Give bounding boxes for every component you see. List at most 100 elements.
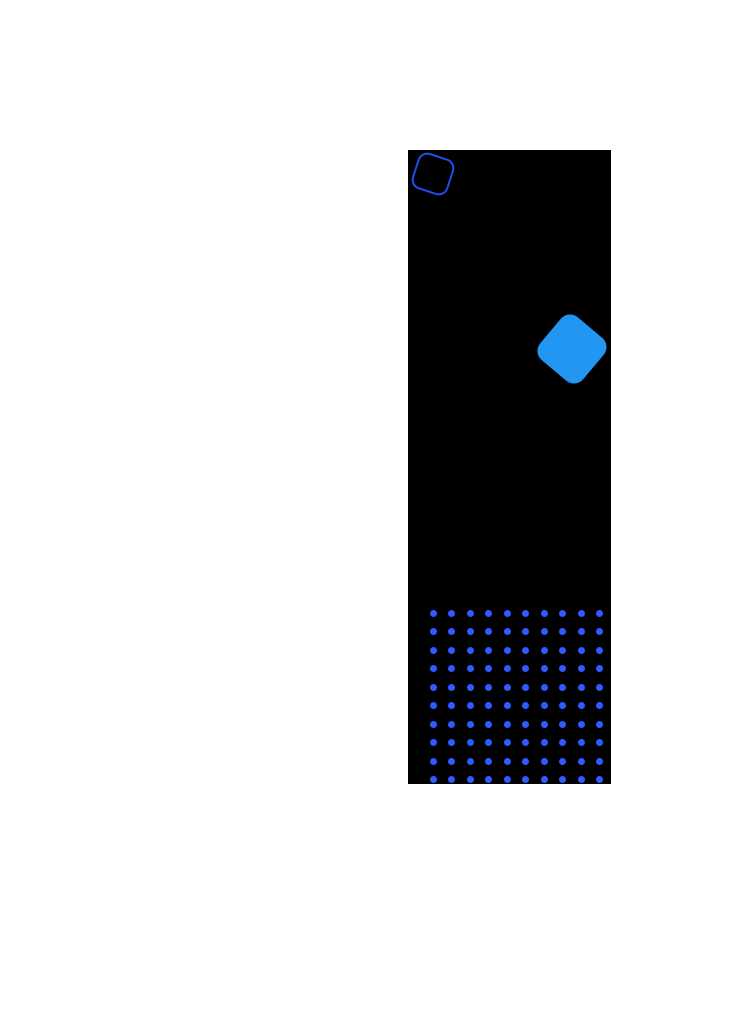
dot [572,771,591,790]
dot [572,715,591,734]
dot [591,715,610,734]
dot [498,771,517,790]
dot [517,734,536,753]
dot-grid [424,604,609,789]
dot [517,641,536,660]
dot [443,623,462,642]
dot [480,641,499,660]
dot [535,678,554,697]
dot [591,623,610,642]
dot [461,604,480,623]
dot [591,660,610,679]
dot [443,697,462,716]
dot [424,623,443,642]
dot [424,641,443,660]
dot [591,771,610,790]
dot [535,697,554,716]
dot [591,752,610,771]
dot [498,734,517,753]
dot [591,734,610,753]
dot [480,678,499,697]
dot [572,752,591,771]
dot [554,623,573,642]
dot [535,660,554,679]
dot [498,715,517,734]
dot [535,771,554,790]
dot [480,697,499,716]
dot [554,660,573,679]
dot [461,660,480,679]
dot [424,715,443,734]
dot [535,604,554,623]
dot [443,604,462,623]
dot [591,678,610,697]
dot [554,771,573,790]
dot [498,604,517,623]
dot [480,771,499,790]
dot [572,623,591,642]
dot [443,734,462,753]
dot [424,678,443,697]
dot [480,660,499,679]
dot [591,641,610,660]
dot [517,715,536,734]
dot [554,715,573,734]
dot [535,734,554,753]
dot [480,752,499,771]
dot [461,641,480,660]
dot [461,752,480,771]
dot [535,623,554,642]
dot [517,623,536,642]
dot [517,771,536,790]
dot [443,771,462,790]
dot [461,715,480,734]
decorative-black-panel [408,150,611,784]
dot [443,752,462,771]
dot [554,734,573,753]
dot [517,697,536,716]
dot [424,734,443,753]
dot [443,660,462,679]
dot [554,697,573,716]
dot [517,660,536,679]
dot [572,734,591,753]
dot [498,641,517,660]
dot [517,752,536,771]
dot [554,604,573,623]
dot [572,678,591,697]
dot [461,771,480,790]
dot [424,660,443,679]
dot [480,715,499,734]
dot [461,623,480,642]
dot [461,697,480,716]
dot [572,641,591,660]
dot [480,623,499,642]
dot [443,678,462,697]
dot [572,697,591,716]
dot [517,678,536,697]
dot [591,697,610,716]
dot [517,604,536,623]
dot [572,660,591,679]
dot [554,641,573,660]
dot [498,660,517,679]
dot [554,678,573,697]
dot [498,752,517,771]
dot [498,623,517,642]
dot [535,641,554,660]
dot [424,604,443,623]
dot [572,604,591,623]
dot [498,697,517,716]
dot [480,604,499,623]
dot [480,734,499,753]
dot [443,715,462,734]
dot [461,734,480,753]
dot [591,604,610,623]
dot [498,678,517,697]
dot [424,697,443,716]
dot [424,771,443,790]
dot [535,752,554,771]
dot [461,678,480,697]
dot [554,752,573,771]
